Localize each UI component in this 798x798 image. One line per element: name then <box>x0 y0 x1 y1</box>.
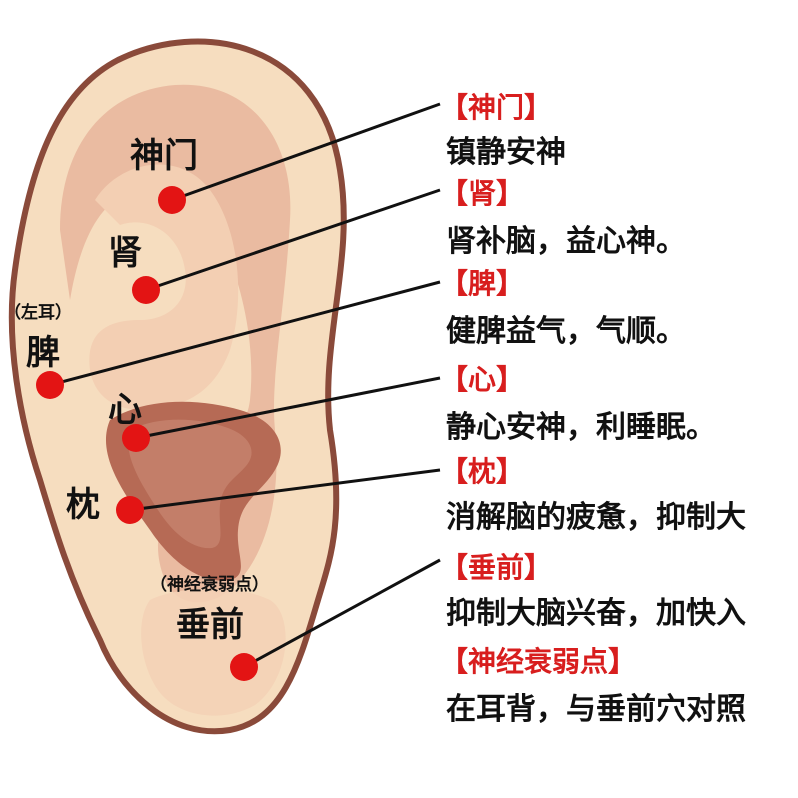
leader-line-chuiqian <box>243 558 441 669</box>
desc-xin: 静心安神，利睡眠。 <box>446 410 716 445</box>
label-shenmen: 神门 <box>130 136 198 176</box>
desc-pi: 健脾益气，气顺。 <box>446 314 686 349</box>
label-zhen: 枕 <box>66 485 100 525</box>
desc-shen: 肾补脑，益心神。 <box>446 224 686 259</box>
label-xin: 心 <box>108 390 142 430</box>
title-pi: 【脾】 <box>440 267 525 300</box>
leader-line-pi <box>49 280 441 387</box>
label-pi: 脾 <box>26 333 60 373</box>
point-zhen <box>116 496 144 524</box>
leader-lines <box>49 102 441 669</box>
label-shen: 肾 <box>108 233 142 273</box>
point-chuiqian <box>230 653 258 681</box>
title-chuiqian: 【垂前】 <box>440 551 553 584</box>
desc-zhen: 消解脑的疲惫，抑制大 <box>446 500 746 535</box>
desc-neurasthenia: 在耳背，与垂前穴对照 <box>446 692 746 727</box>
concha-highlight <box>128 419 252 549</box>
title-xin: 【心】 <box>440 363 525 396</box>
label-chuiqian: 垂前 <box>176 605 244 645</box>
title-neurasthenia: 【神经衰弱点】 <box>440 645 637 678</box>
point-xin <box>122 424 150 452</box>
label-left-ear-note: （左耳） <box>4 303 72 323</box>
desc-shenmen: 镇静安神 <box>446 135 566 170</box>
acupoints <box>36 186 258 681</box>
leader-line-zhen <box>129 468 441 512</box>
label-neurasthenia-note: （神经衰弱点） <box>150 575 269 595</box>
leader-line-shen <box>145 188 441 292</box>
title-zhen: 【枕】 <box>440 455 525 488</box>
title-shen: 【肾】 <box>440 177 525 210</box>
title-shenmen: 【神门】 <box>440 91 553 124</box>
point-pi <box>36 371 64 399</box>
point-shenmen <box>158 186 186 214</box>
desc-chuiqian: 抑制大脑兴奋，加快入 <box>446 596 746 631</box>
point-shen <box>132 276 160 304</box>
earlobe <box>141 588 286 716</box>
leader-line-shenmen <box>171 102 441 202</box>
leader-line-xin <box>135 376 441 440</box>
antihelix <box>89 164 239 411</box>
